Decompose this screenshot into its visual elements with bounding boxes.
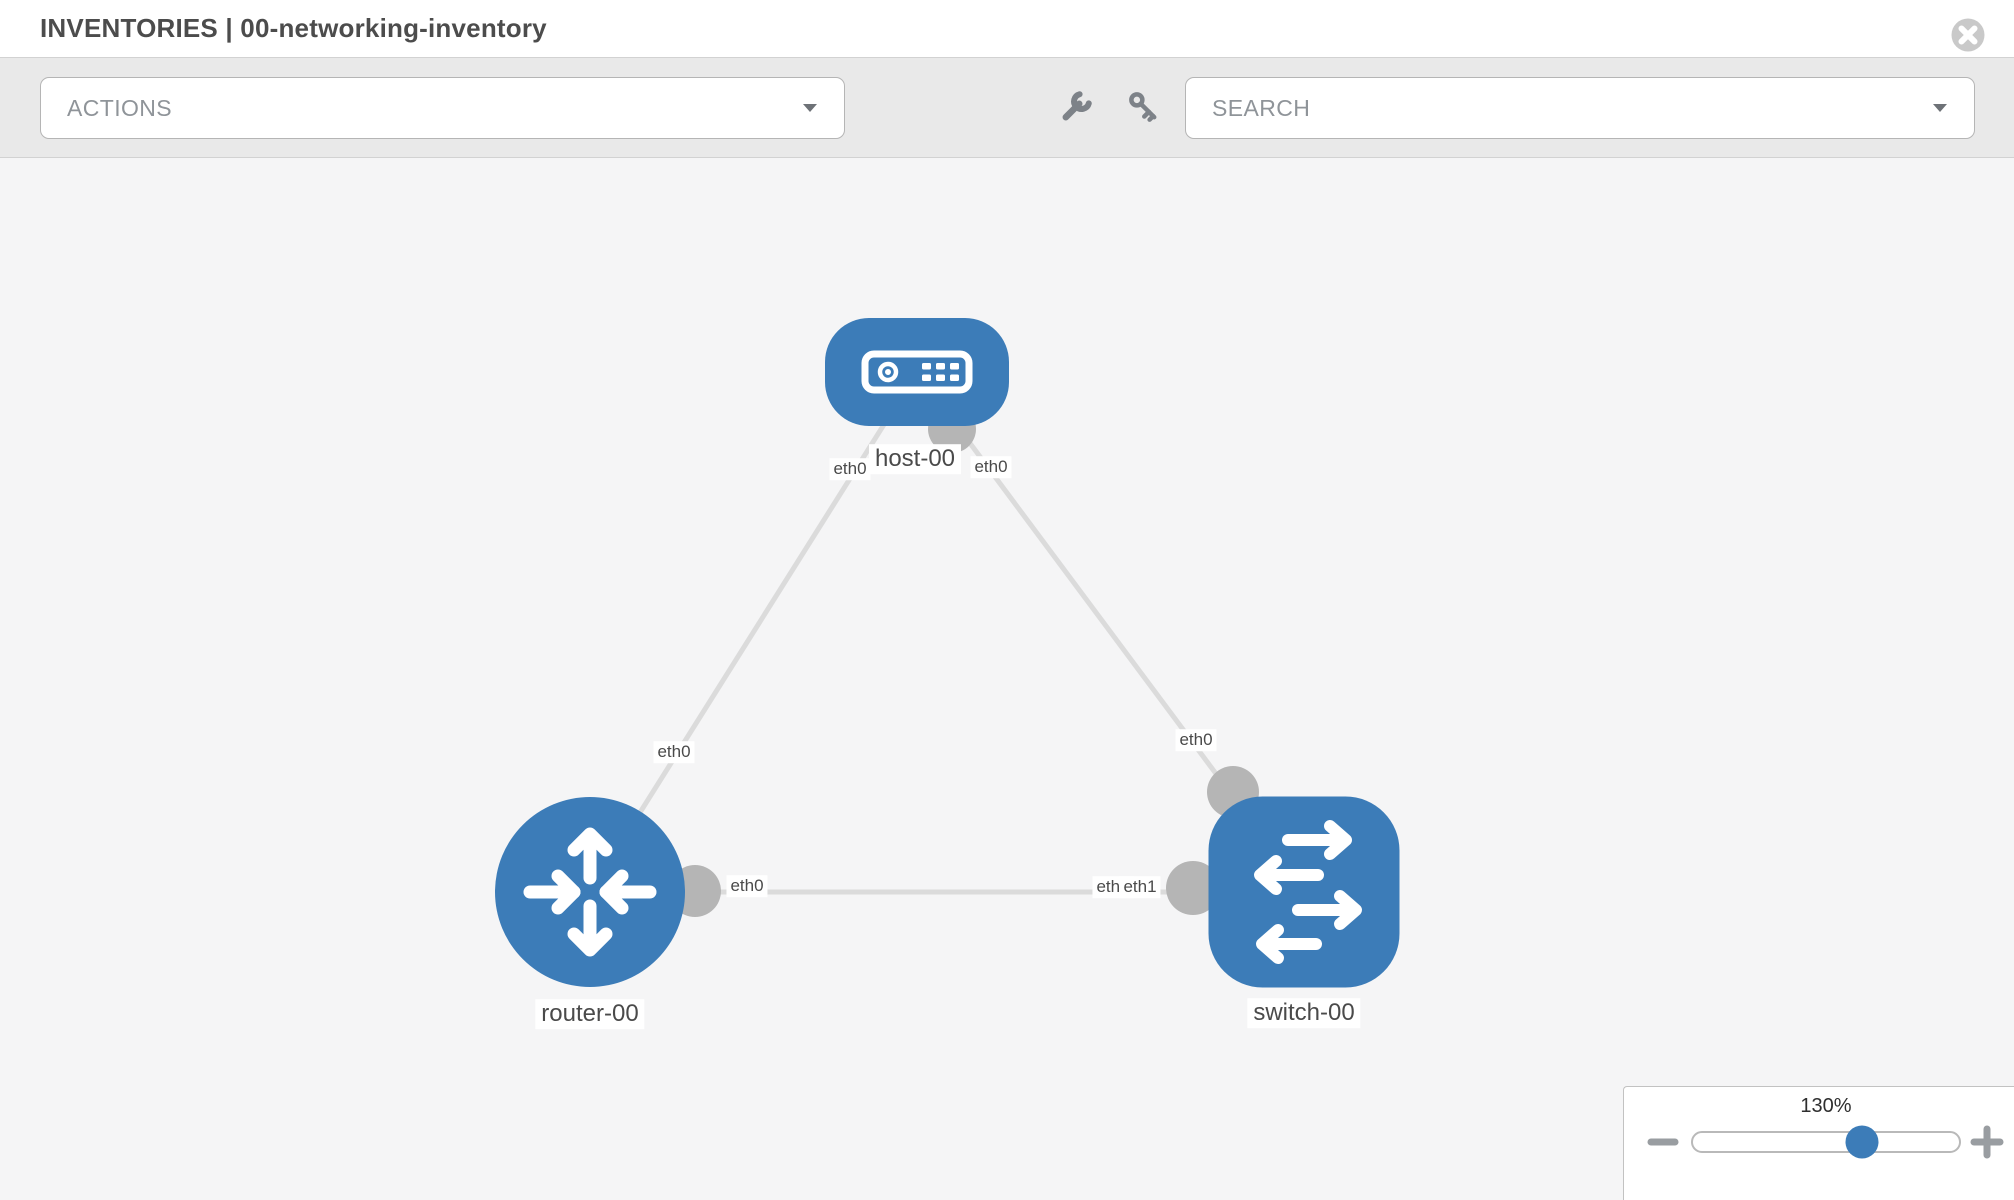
actions-dropdown[interactable]: ACTIONS [40,77,845,139]
wrench-icon [1062,91,1092,121]
zoom-in-button[interactable] [1970,1125,2004,1159]
zoom-panel: 130% [1623,1086,2014,1200]
interface-dot[interactable] [1166,861,1220,915]
page-title: INVENTORIES | 00-networking-inventory [40,13,547,43]
topology-canvas[interactable] [0,157,2014,1200]
node-router-00[interactable] [495,797,685,987]
router-icon [523,827,657,957]
actions-dropdown-label: ACTIONS [67,94,173,121]
toolbar: ACTIONS [0,57,2014,158]
credentials-button[interactable] [1125,88,1165,128]
header: INVENTORIES | 00-networking-inventory [0,0,2014,57]
switch-icon [1254,820,1362,964]
node-host-00[interactable] [825,318,1009,426]
search-placeholder: SEARCH [1212,94,1311,121]
close-button[interactable] [1950,17,1986,53]
search-dropdown[interactable]: SEARCH [1185,77,1975,139]
configure-button[interactable] [1055,88,1095,128]
key-icon [1129,92,1157,122]
host-icon [861,350,973,394]
zoom-out-button[interactable] [1646,1125,1680,1159]
plus-icon [1970,1125,2004,1159]
chevron-down-icon [1933,104,1947,112]
close-icon [1951,18,1985,52]
zoom-percent-value: 130% [1800,1095,1852,1117]
chevron-down-icon [803,104,817,112]
zoom-slider[interactable] [1691,1125,1961,1159]
minus-icon [1647,1138,1679,1146]
node-switch-00[interactable] [1208,796,1400,988]
zoom-slider-handle[interactable] [1845,1125,1879,1159]
